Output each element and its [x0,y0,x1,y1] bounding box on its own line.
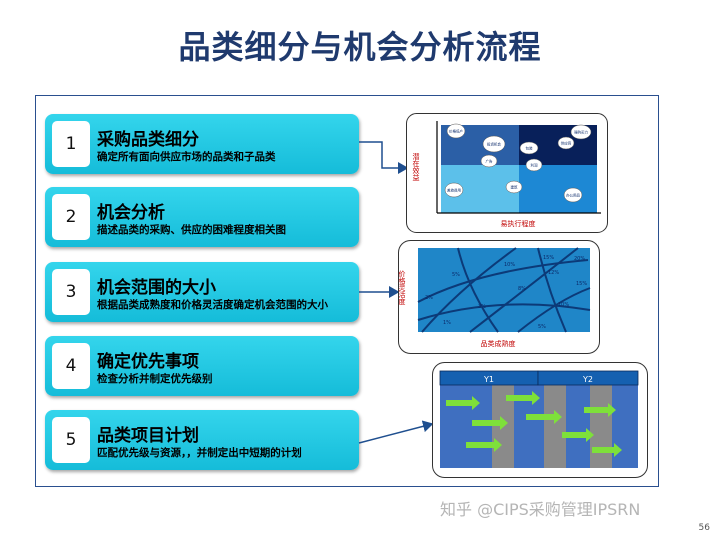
plan-year-2: Y2 [582,375,593,384]
opportunity-diagram: 10% 15% 20% 5% 8% 12% 15% 2% 3% 10% 1% 5… [398,240,600,354]
step-description: 描述品类的采购、供应的困难程度相关图 [97,224,286,236]
step-3: 3 机会范围的大小 根据品类成熟度和价格灵活度确定机会范围的大小 [45,262,359,322]
plan-arrows [446,391,622,457]
page-title: 品类细分与机会分析流程 [178,28,542,66]
step-title: 确定优先事项 [97,352,199,372]
step-title: 机会范围的大小 [97,278,216,298]
step-number: 2 [52,194,90,240]
step-description: 检查分析并制定优先级别 [97,373,213,385]
opportunity-percent: 20% [574,256,585,262]
step-title: 机会分析 [97,203,165,223]
arrow-step1-matrix [359,141,409,174]
opportunity-percent: 5% [538,324,546,330]
matrix-bubble-label: 供应商 [561,141,572,146]
step-number: 4 [52,343,90,389]
matrix-bubble-label: 强购买力 [574,130,588,135]
step-description: 匹配优先级与资源，，并制定出中短期的计划 [97,447,302,459]
opportunity-percent: 15% [576,281,587,287]
opportunity-percent: 10% [504,262,515,268]
plan-year-1: Y1 [483,375,494,384]
matrix-bubble-label: 办公用品 [566,193,580,198]
opportunity-percent: 15% [543,255,554,261]
watermark: 知乎 @CIPS采购管理IPSRN [440,500,641,519]
opportunity-curves [417,247,591,333]
matrix-bubble-label: 广告 [486,159,494,164]
content-frame [35,95,659,487]
opportunity-x-label: 品类成熟度 [481,339,516,348]
opportunity-percent: 5% [452,272,460,278]
opportunity-percent: 3% [478,304,486,310]
matrix-bubble-label: 投资机会 [487,142,501,147]
opportunity-y-label: 价格灵活度 [398,270,406,306]
step-number: 1 [52,121,90,167]
step-2: 2 机会分析 描述品类的采购、供应的困难程度相关图 [45,187,359,247]
plan-diagram: Y1 Y2 [432,362,648,478]
opportunity-percent: 10% [558,302,569,308]
matrix-bubble-label: 包装 [526,146,534,151]
opportunity-percent: 8% [518,286,526,292]
opportunity-percent: 1% [443,320,451,326]
step-title: 品类项目计划 [97,426,199,446]
step-number: 3 [52,269,90,315]
step-title: 采购品类细分 [97,130,199,150]
step-5: 5 品类项目计划 匹配优先级与资源，，并制定出中短期的计划 [45,410,359,470]
matrix-y-label: 潜在效益 [412,152,420,181]
step-description: 确定所有面向供应市场的品类和子品类 [97,151,276,163]
matrix-bubbles [444,123,592,203]
matrix-bubble-label: 价格低产 [449,129,463,134]
step-4: 4 确定优先事项 检查分析并制定优先级别 [45,336,359,396]
matrix-bubble-label: 利润 [531,163,539,168]
step-description: 根据品类成熟度和价格灵活度确定机会范围的大小 [97,299,328,311]
arrow-step5-plan [358,420,434,444]
matrix-bubble-label: 差旅费用 [447,188,461,193]
step-number: 5 [52,417,90,463]
page-number: 56 [698,523,710,533]
matrix-diagram: 价格低产 投资机会 强购买力 包装 广告 利润 供应商 差旅费用 建筑 办公用品… [406,113,608,233]
step-1: 1 采购品类细分 确定所有面向供应市场的品类和子品类 [45,114,359,174]
matrix-bubble-label: 建筑 [511,185,519,190]
opportunity-percent: 12% [548,270,559,276]
opportunity-percent: 2% [425,295,433,301]
matrix-x-label: 易执行程度 [501,219,536,228]
